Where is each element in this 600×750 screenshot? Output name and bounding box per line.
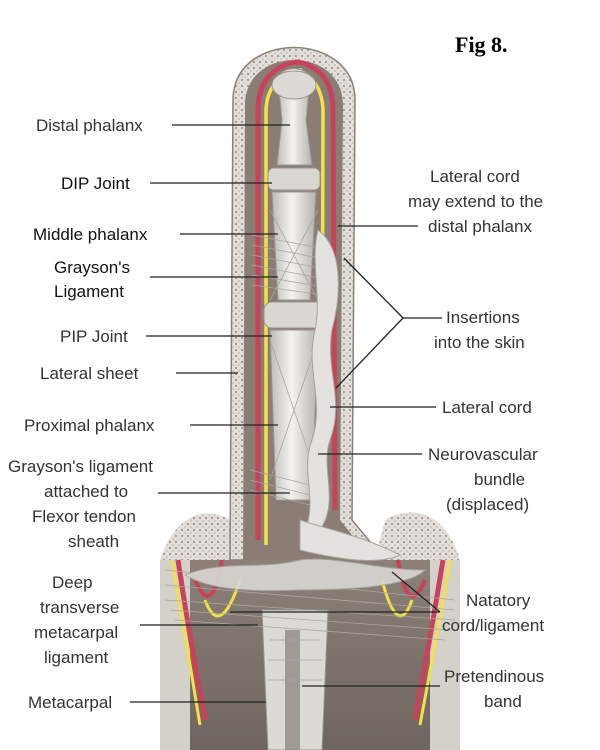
label-lateral-cord: Lateral cord [442,398,532,417]
label-lateral-cord-extend-1: Lateral cord [430,167,520,186]
label-deep-transverse-4: ligament [44,648,109,667]
label-natatory-2: cord/ligament [442,616,544,635]
leader-insertions-upper [343,257,404,319]
lateral-cord-tissue [183,229,427,592]
palm-region [160,512,460,750]
label-deep-transverse-1: Deep [52,573,93,592]
label-insertions-2: into the skin [434,333,525,352]
label-insertions-1: Insertions [446,308,520,327]
label-lateral-sheet: Lateral sheet [40,364,139,383]
label-lateral-cord-extend-3: distal phalanx [428,217,532,236]
figure-title: Fig 8. [455,32,508,57]
label-graysons-ligament-2: Ligament [54,282,124,301]
label-proximal-phalanx: Proximal phalanx [24,416,155,435]
label-graysons-attached-2: attached to [44,482,128,501]
label-graysons-ligament-1: Grayson's [54,258,130,277]
label-graysons-attached-4: sheath [68,532,119,551]
label-pretendinous-1: Pretendinous [444,667,544,686]
label-neurovascular-2: bundle [474,470,525,489]
label-neurovascular-3: (displaced) [446,495,529,514]
label-metacarpal: Metacarpal [28,693,112,712]
label-pretendinous-2: band [484,692,522,711]
label-deep-transverse-3: metacarpal [34,623,118,642]
label-graysons-attached-3: Flexor tendon [32,507,136,526]
left-labels: Distal phalanx DIP Joint Middle phalanx … [8,116,290,712]
label-neurovascular-1: Neurovascular [428,445,538,464]
label-pip-joint: PIP Joint [60,327,128,346]
leader-insertions-lower [335,317,404,389]
label-distal-phalanx: Distal phalanx [36,116,143,135]
label-middle-phalanx: Middle phalanx [33,225,148,244]
right-labels: Lateral cord may extend to the distal ph… [230,167,544,711]
label-natatory-1: Natatory [466,591,531,610]
label-dip-joint: DIP Joint [61,174,130,193]
label-graysons-attached-1: Grayson's ligament [8,457,153,476]
label-deep-transverse-2: transverse [40,598,119,617]
label-lateral-cord-extend-2: may extend to the [408,192,543,211]
leader-natatory-upper [391,571,441,613]
